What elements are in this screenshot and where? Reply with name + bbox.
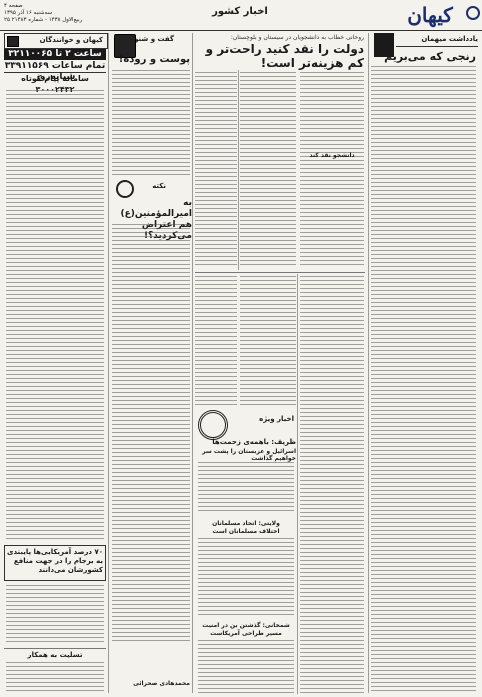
small-head-3: شمخانی: گذشتن بن در امنیت: [202, 622, 290, 629]
center-text-lower-1: [300, 276, 364, 694]
lead-text: [300, 72, 364, 267]
special-news-icon: [198, 410, 228, 440]
ads-box: ۷۰ درصد آمریکایی‌ها پایبندی به برجام را …: [4, 545, 106, 581]
note-icon: [116, 180, 134, 198]
issue-meta: صفحه ۴ سه‌شنبه ۱۶ آذر ۱۳۹۵ ۲۵ ربیع‌الاول…: [4, 3, 144, 24]
special-text: [198, 462, 294, 514]
center-headline: دولت را نقد کنید راحت‌تر و کم هزینه‌تر ا…: [205, 42, 364, 70]
small-head-2: اختلاف مسلمانان است: [212, 528, 280, 535]
readers-tag: کیهان و خوانندگان: [39, 36, 103, 44]
small-text-1: [198, 538, 294, 616]
center-subhead: دانشجو نقد کند: [309, 152, 355, 159]
special-news-tag-bar: اخبار ویژه: [196, 410, 296, 440]
phone-line-1: ۳۲۱۱۰۰۶۵ ساعت ۲ تا ۶ بعدازظهر: [4, 49, 106, 70]
small-head-4: مسیر طراحی آمریکاست: [210, 630, 282, 637]
date-line: سه‌شنبه ۱۶ آذر ۱۳۹۵: [4, 10, 53, 16]
rule: [4, 648, 106, 649]
issue-line: ۲۵ ربیع‌الاول ۱۴۳۸ - شماره ۲۱۴۸۳: [4, 17, 83, 23]
guest-note-tag-bar: یادداشت میهمان: [396, 34, 478, 47]
phone-line-2: ۳۳۹۱۱۵۶۹ تمام ساعات شبانه‌روز: [4, 61, 106, 82]
center-text-lower-3: [195, 276, 237, 406]
divider: [108, 33, 109, 693]
divider: [238, 70, 239, 270]
right-article-text: [371, 66, 476, 694]
small-head-1: ولایتی: اتحاد مسلمانان: [212, 520, 280, 527]
interview-tag-bar: گفت و شنود: [110, 34, 190, 58]
condolence-text: [6, 662, 104, 694]
byline: محمدهادی صحرائی: [133, 680, 190, 687]
note-tag-bar: نکته: [110, 180, 190, 198]
small-text-2: [198, 640, 294, 694]
masthead: کیهان اخبار کشور صفحه ۴ سه‌شنبه ۱۶ آذر ۱…: [0, 0, 482, 31]
interview-icon: [114, 34, 136, 58]
section-title: اخبار کشور: [212, 6, 268, 17]
center-col-3: [195, 72, 237, 267]
rule: [195, 272, 365, 273]
center-text-lower-2: [240, 276, 296, 406]
condolence-title: تسلیت به همکار: [27, 651, 83, 659]
emblem-icon: [466, 6, 480, 20]
interview-tag: گفت و شنود: [130, 35, 174, 43]
phone-icon: [7, 36, 19, 47]
sms-line: سامانه پیام کوتاه ۳۰۰۰۲۴۳۲: [21, 74, 89, 94]
page-line: صفحه ۴: [4, 3, 23, 9]
column-icon: [374, 33, 394, 57]
ads-box-text: [6, 585, 104, 645]
newspaper-logo: کیهان: [407, 3, 453, 27]
divider: [297, 274, 298, 694]
right-headline: رنجی که می‌بریم: [384, 50, 476, 63]
divider: [192, 33, 193, 693]
divider: [368, 33, 369, 693]
center-kicker: روحانی خطاب به دانشجویان در سیستان و بلو…: [230, 34, 364, 41]
center-col-2: [240, 72, 296, 267]
special-headline: ظریف: باهمه‌ی زحمت‌ها: [212, 438, 296, 446]
interview-headline: پوست و روده!: [118, 54, 190, 65]
note-text: [112, 224, 190, 644]
interview-text: [112, 70, 190, 176]
note-tag: نکته: [152, 182, 166, 190]
readers-letters-text: [6, 90, 104, 540]
readers-tag-bar: کیهان و خوانندگان: [4, 33, 108, 49]
special-news-tag: اخبار ویژه: [259, 415, 294, 423]
guest-note-tag: یادداشت میهمان: [421, 35, 478, 43]
special-subhead: اسرائیل و عربستان را پشت سر خواهیم گذاشت: [202, 448, 296, 462]
